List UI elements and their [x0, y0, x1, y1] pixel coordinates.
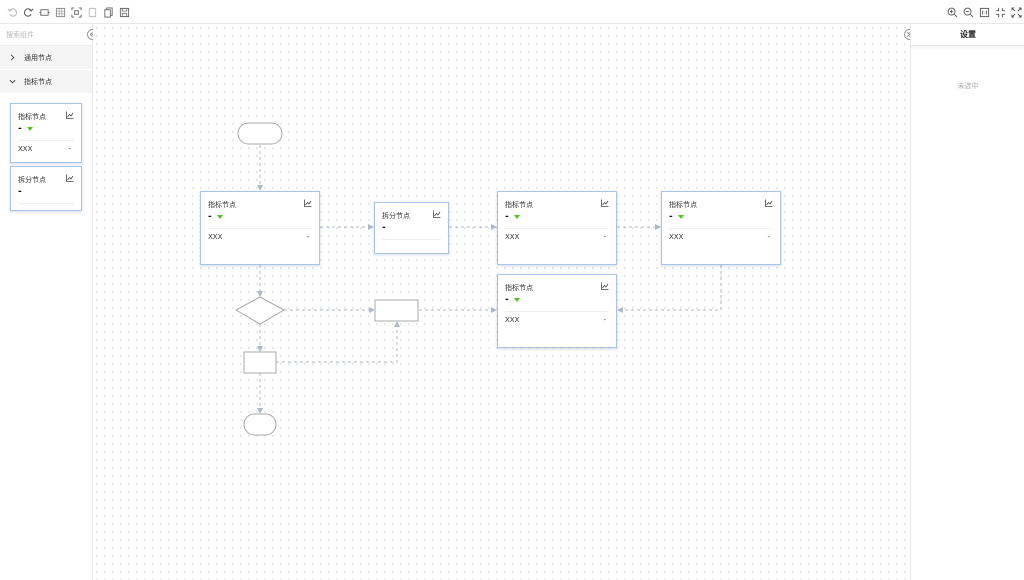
node-value: -	[18, 124, 33, 134]
line-chart-icon	[66, 111, 74, 119]
chevron-down-icon	[9, 79, 16, 84]
clipboard-icon[interactable]	[102, 6, 114, 18]
line-chart-icon[interactable]	[601, 282, 609, 290]
trend-down-icon	[216, 215, 223, 219]
toolbar	[0, 0, 1024, 24]
process-node	[243, 351, 277, 374]
node-value: -	[505, 295, 520, 305]
node-value: -	[18, 187, 22, 197]
metric-node[interactable]: 指标节点 - XXX -	[497, 274, 617, 348]
palette-metric-node[interactable]: 指标节点 - XXX -	[10, 103, 82, 163]
node-row-value: -	[603, 316, 606, 324]
node-row-key: XXX	[208, 233, 223, 241]
split-node[interactable]: 拆分节点 -	[374, 202, 449, 254]
node-value: -	[382, 223, 386, 233]
node-row-key: XXX	[505, 233, 520, 241]
node-row-value: -	[68, 145, 71, 153]
metric-node[interactable]: 指标节点 - XXX -	[200, 191, 320, 265]
trend-down-icon	[513, 215, 520, 219]
node-title: 指标节点	[505, 284, 533, 292]
node-value: -	[505, 212, 520, 222]
zoom-in-icon[interactable]	[946, 6, 958, 18]
group-metric-nodes[interactable]: 指标节点	[0, 70, 92, 93]
redo-icon[interactable]	[22, 6, 34, 18]
actual-size-icon[interactable]	[978, 6, 990, 18]
copy-icon[interactable]	[86, 6, 98, 18]
grid-icon[interactable]	[54, 6, 66, 18]
divider	[669, 228, 773, 229]
node-row-key: XXX	[18, 145, 33, 153]
line-chart-icon[interactable]	[765, 199, 773, 207]
line-chart-icon[interactable]	[601, 199, 609, 207]
end-terminator	[243, 413, 277, 436]
select-area-icon[interactable]	[70, 6, 82, 18]
edge-process-to-rect	[276, 321, 400, 363]
chevron-right-icon	[10, 54, 15, 61]
settings-panel: 设置 未选中	[910, 24, 1024, 580]
node-row-value: -	[306, 233, 309, 241]
start-terminator	[237, 122, 283, 145]
edge-n4-to-n5	[617, 265, 722, 313]
node-row-value: -	[767, 233, 770, 241]
divider	[18, 203, 74, 204]
divider	[505, 311, 609, 312]
trend-down-icon	[26, 127, 33, 131]
divider	[208, 228, 312, 229]
group-label: 指标节点	[24, 77, 52, 86]
palette-split-node[interactable]: 拆分节点 -	[10, 166, 82, 211]
flow-edges	[234, 122, 722, 436]
component-search	[0, 24, 92, 46]
fit-view-icon[interactable]	[994, 6, 1006, 18]
zoom-out-icon[interactable]	[962, 6, 974, 18]
fit-width-icon[interactable]	[38, 6, 50, 18]
group-label: 通用节点	[24, 53, 52, 62]
line-chart-icon[interactable]	[304, 199, 312, 207]
flow-canvas[interactable]: 指标节点 - XXX - 拆分节点 - 指标节点 - XXX - 指标节点 - …	[93, 24, 910, 580]
plain-rect-node	[374, 299, 419, 322]
node-title: 拆分节点	[382, 212, 410, 220]
trend-down-icon	[677, 215, 684, 219]
metric-node[interactable]: 指标节点 - XXX -	[661, 191, 781, 265]
node-title: 拆分节点	[18, 176, 46, 184]
divider	[382, 239, 441, 240]
settings-empty-text: 未选中	[957, 82, 979, 90]
search-input[interactable]	[6, 28, 80, 42]
divider	[18, 140, 74, 141]
line-chart-icon[interactable]	[433, 210, 441, 218]
component-sidebar: 通用节点 指标节点 指标节点 - XXX - 拆分节点 -	[0, 24, 93, 580]
node-row-key: XXX	[669, 233, 684, 241]
node-title: 指标节点	[505, 201, 533, 209]
save-icon[interactable]	[118, 6, 130, 18]
decision-diamond	[234, 296, 286, 325]
node-row-value: -	[603, 233, 606, 241]
node-title: 指标节点	[208, 201, 236, 209]
node-title: 指标节点	[669, 201, 697, 209]
trend-down-icon	[513, 298, 520, 302]
node-value: -	[208, 212, 223, 222]
node-value: -	[669, 212, 684, 222]
divider	[505, 228, 609, 229]
undo-icon[interactable]	[6, 6, 18, 18]
group-general-nodes[interactable]: 通用节点	[0, 46, 92, 69]
fullscreen-icon[interactable]	[1010, 6, 1022, 18]
metric-node[interactable]: 指标节点 - XXX -	[497, 191, 617, 265]
node-row-key: XXX	[505, 316, 520, 324]
node-title: 指标节点	[18, 113, 46, 121]
settings-title: 设置	[911, 24, 1024, 46]
line-chart-icon	[66, 174, 74, 182]
